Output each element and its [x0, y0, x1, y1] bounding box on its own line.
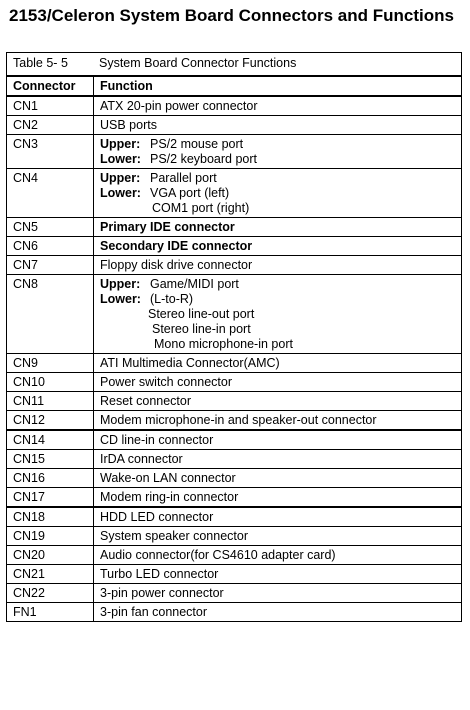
- connector-cell: CN17: [6, 487, 94, 508]
- table-row: CN17 Modem ring-in connector: [6, 487, 462, 508]
- connector-cell: CN2: [6, 115, 94, 135]
- table-row: CN8 Upper: Game/MIDI port Lower: (L-to-R) …: [6, 274, 462, 354]
- table-row: CN11 Reset connector: [6, 391, 462, 411]
- function-cell: ATI Multimedia Connector(AMC): [93, 353, 462, 373]
- table-row: CN4 Upper: Parallel port Lower: VGA port (…: [6, 168, 462, 218]
- connector-cell: CN21: [6, 564, 94, 584]
- connector-cell: FN1: [6, 602, 94, 622]
- upper-label: Upper:: [100, 171, 141, 185]
- connector-cell: CN3: [6, 134, 94, 169]
- connector-table: Table 5- 5 System Board Connector Functio…: [6, 52, 462, 622]
- connector-cell: CN1: [6, 95, 94, 116]
- connector-cell: CN4: [6, 168, 94, 218]
- lower-function: (L-to-R): [150, 292, 194, 306]
- function-cell: Upper: Game/MIDI port Lower: (L-to-R) Ster…: [93, 274, 462, 354]
- table-row: CN6 Secondary IDE connector: [6, 236, 462, 256]
- header-connector: Connector: [6, 75, 94, 97]
- table-row: CN7 Floppy disk drive connector: [6, 255, 462, 275]
- connector-cell: CN5: [6, 217, 94, 237]
- connector-cell: CN7: [6, 255, 94, 275]
- connector-cell: CN15: [6, 449, 94, 469]
- table-row: FN1 3-pin fan connector: [6, 602, 462, 622]
- connector-cell: CN9: [6, 353, 94, 373]
- function-cell: Upper: PS/2 mouse port Lower: PS/2 keyboar…: [93, 134, 462, 169]
- connector-cell: CN8: [6, 274, 94, 354]
- lower-label: Lower:: [100, 186, 141, 200]
- lower-function: VGA port (left): [150, 186, 230, 200]
- page-title: 2153/Celeron System Board Connectors and…: [9, 6, 454, 25]
- table-row: CN3 Upper: PS/2 mouse port Lower: PS/2 key…: [6, 134, 462, 169]
- upper-function: Game/MIDI port: [150, 277, 239, 291]
- table-row: CN1 ATX 20-pin power connector: [6, 95, 462, 116]
- connector-cell: CN6: [6, 236, 94, 256]
- extra-function: Stereo line-out port: [148, 307, 255, 321]
- connector-cell: CN22: [6, 583, 94, 603]
- header-function: Function: [93, 75, 462, 97]
- function-cell: 3-pin power connector: [93, 583, 462, 603]
- function-cell: Reset connector: [93, 391, 462, 411]
- upper-function: PS/2 mouse port: [150, 137, 244, 151]
- function-cell: Wake-on LAN connector: [93, 468, 462, 488]
- function-cell: Upper: Parallel port Lower: VGA port (left…: [93, 168, 462, 218]
- function-cell: ATX 20-pin power connector: [93, 95, 462, 116]
- function-cell: Modem ring-in connector: [93, 487, 462, 508]
- function-cell: Turbo LED connector: [93, 564, 462, 584]
- function-cell: Secondary IDE connector: [93, 236, 462, 256]
- extra-function: COM1 port (right): [152, 201, 250, 215]
- connector-cell: CN20: [6, 545, 94, 565]
- table-row: CN14 CD line-in connector: [6, 429, 462, 450]
- connector-cell: CN11: [6, 391, 94, 411]
- function-cell: System speaker connector: [93, 526, 462, 546]
- table-caption-row: Table 5- 5 System Board Connector Functio…: [6, 52, 462, 77]
- connector-cell: CN12: [6, 410, 94, 431]
- upper-label: Upper:: [100, 277, 141, 291]
- function-cell: 3-pin fan connector: [93, 602, 462, 622]
- connector-cell: CN18: [6, 506, 94, 527]
- table-header-row: Connector Function: [6, 75, 462, 97]
- table-row: CN10 Power switch connector: [6, 372, 462, 392]
- table-row: CN9 ATI Multimedia Connector(AMC): [6, 353, 462, 373]
- function-cell: CD line-in connector: [93, 429, 462, 450]
- connector-cell: CN10: [6, 372, 94, 392]
- extra-function: Mono microphone-in port: [154, 337, 293, 351]
- connector-cell: CN19: [6, 526, 94, 546]
- function-cell: USB ports: [93, 115, 462, 135]
- connector-cell: CN16: [6, 468, 94, 488]
- function-cell: Modem microphone-in and speaker-out conn…: [93, 410, 462, 431]
- table-row: CN22 3-pin power connector: [6, 583, 462, 603]
- upper-function: Parallel port: [150, 171, 217, 185]
- table-row: CN16 Wake-on LAN connector: [6, 468, 462, 488]
- lower-label: Lower:: [100, 152, 141, 166]
- lower-label: Lower:: [100, 292, 141, 306]
- table-row: CN12 Modem microphone-in and speaker-out…: [6, 410, 462, 431]
- table-row: CN5 Primary IDE connector: [6, 217, 462, 237]
- table-row: CN20 Audio connector(for CS4610 adapter …: [6, 545, 462, 565]
- function-cell: Primary IDE connector: [93, 217, 462, 237]
- lower-function: PS/2 keyboard port: [150, 152, 258, 166]
- table-row: CN18 HDD LED connector: [6, 506, 462, 527]
- table-row: CN15 IrDA connector: [6, 449, 462, 469]
- extra-function: Stereo line-in port: [152, 322, 251, 336]
- function-cell: Power switch connector: [93, 372, 462, 392]
- table-row: CN21 Turbo LED connector: [6, 564, 462, 584]
- table-caption-text: System Board Connector Functions: [99, 56, 297, 70]
- table-row: CN19 System speaker connector: [6, 526, 462, 546]
- function-cell: HDD LED connector: [93, 506, 462, 527]
- table-caption: Table 5- 5 System Board Connector Functio…: [6, 52, 462, 77]
- function-cell: IrDA connector: [93, 449, 462, 469]
- upper-label: Upper:: [100, 137, 141, 151]
- connector-cell: CN14: [6, 429, 94, 450]
- table-number: Table 5- 5: [13, 56, 68, 70]
- table-row: CN2 USB ports: [6, 115, 462, 135]
- function-cell: Floppy disk drive connector: [93, 255, 462, 275]
- function-cell: Audio connector(for CS4610 adapter card): [93, 545, 462, 565]
